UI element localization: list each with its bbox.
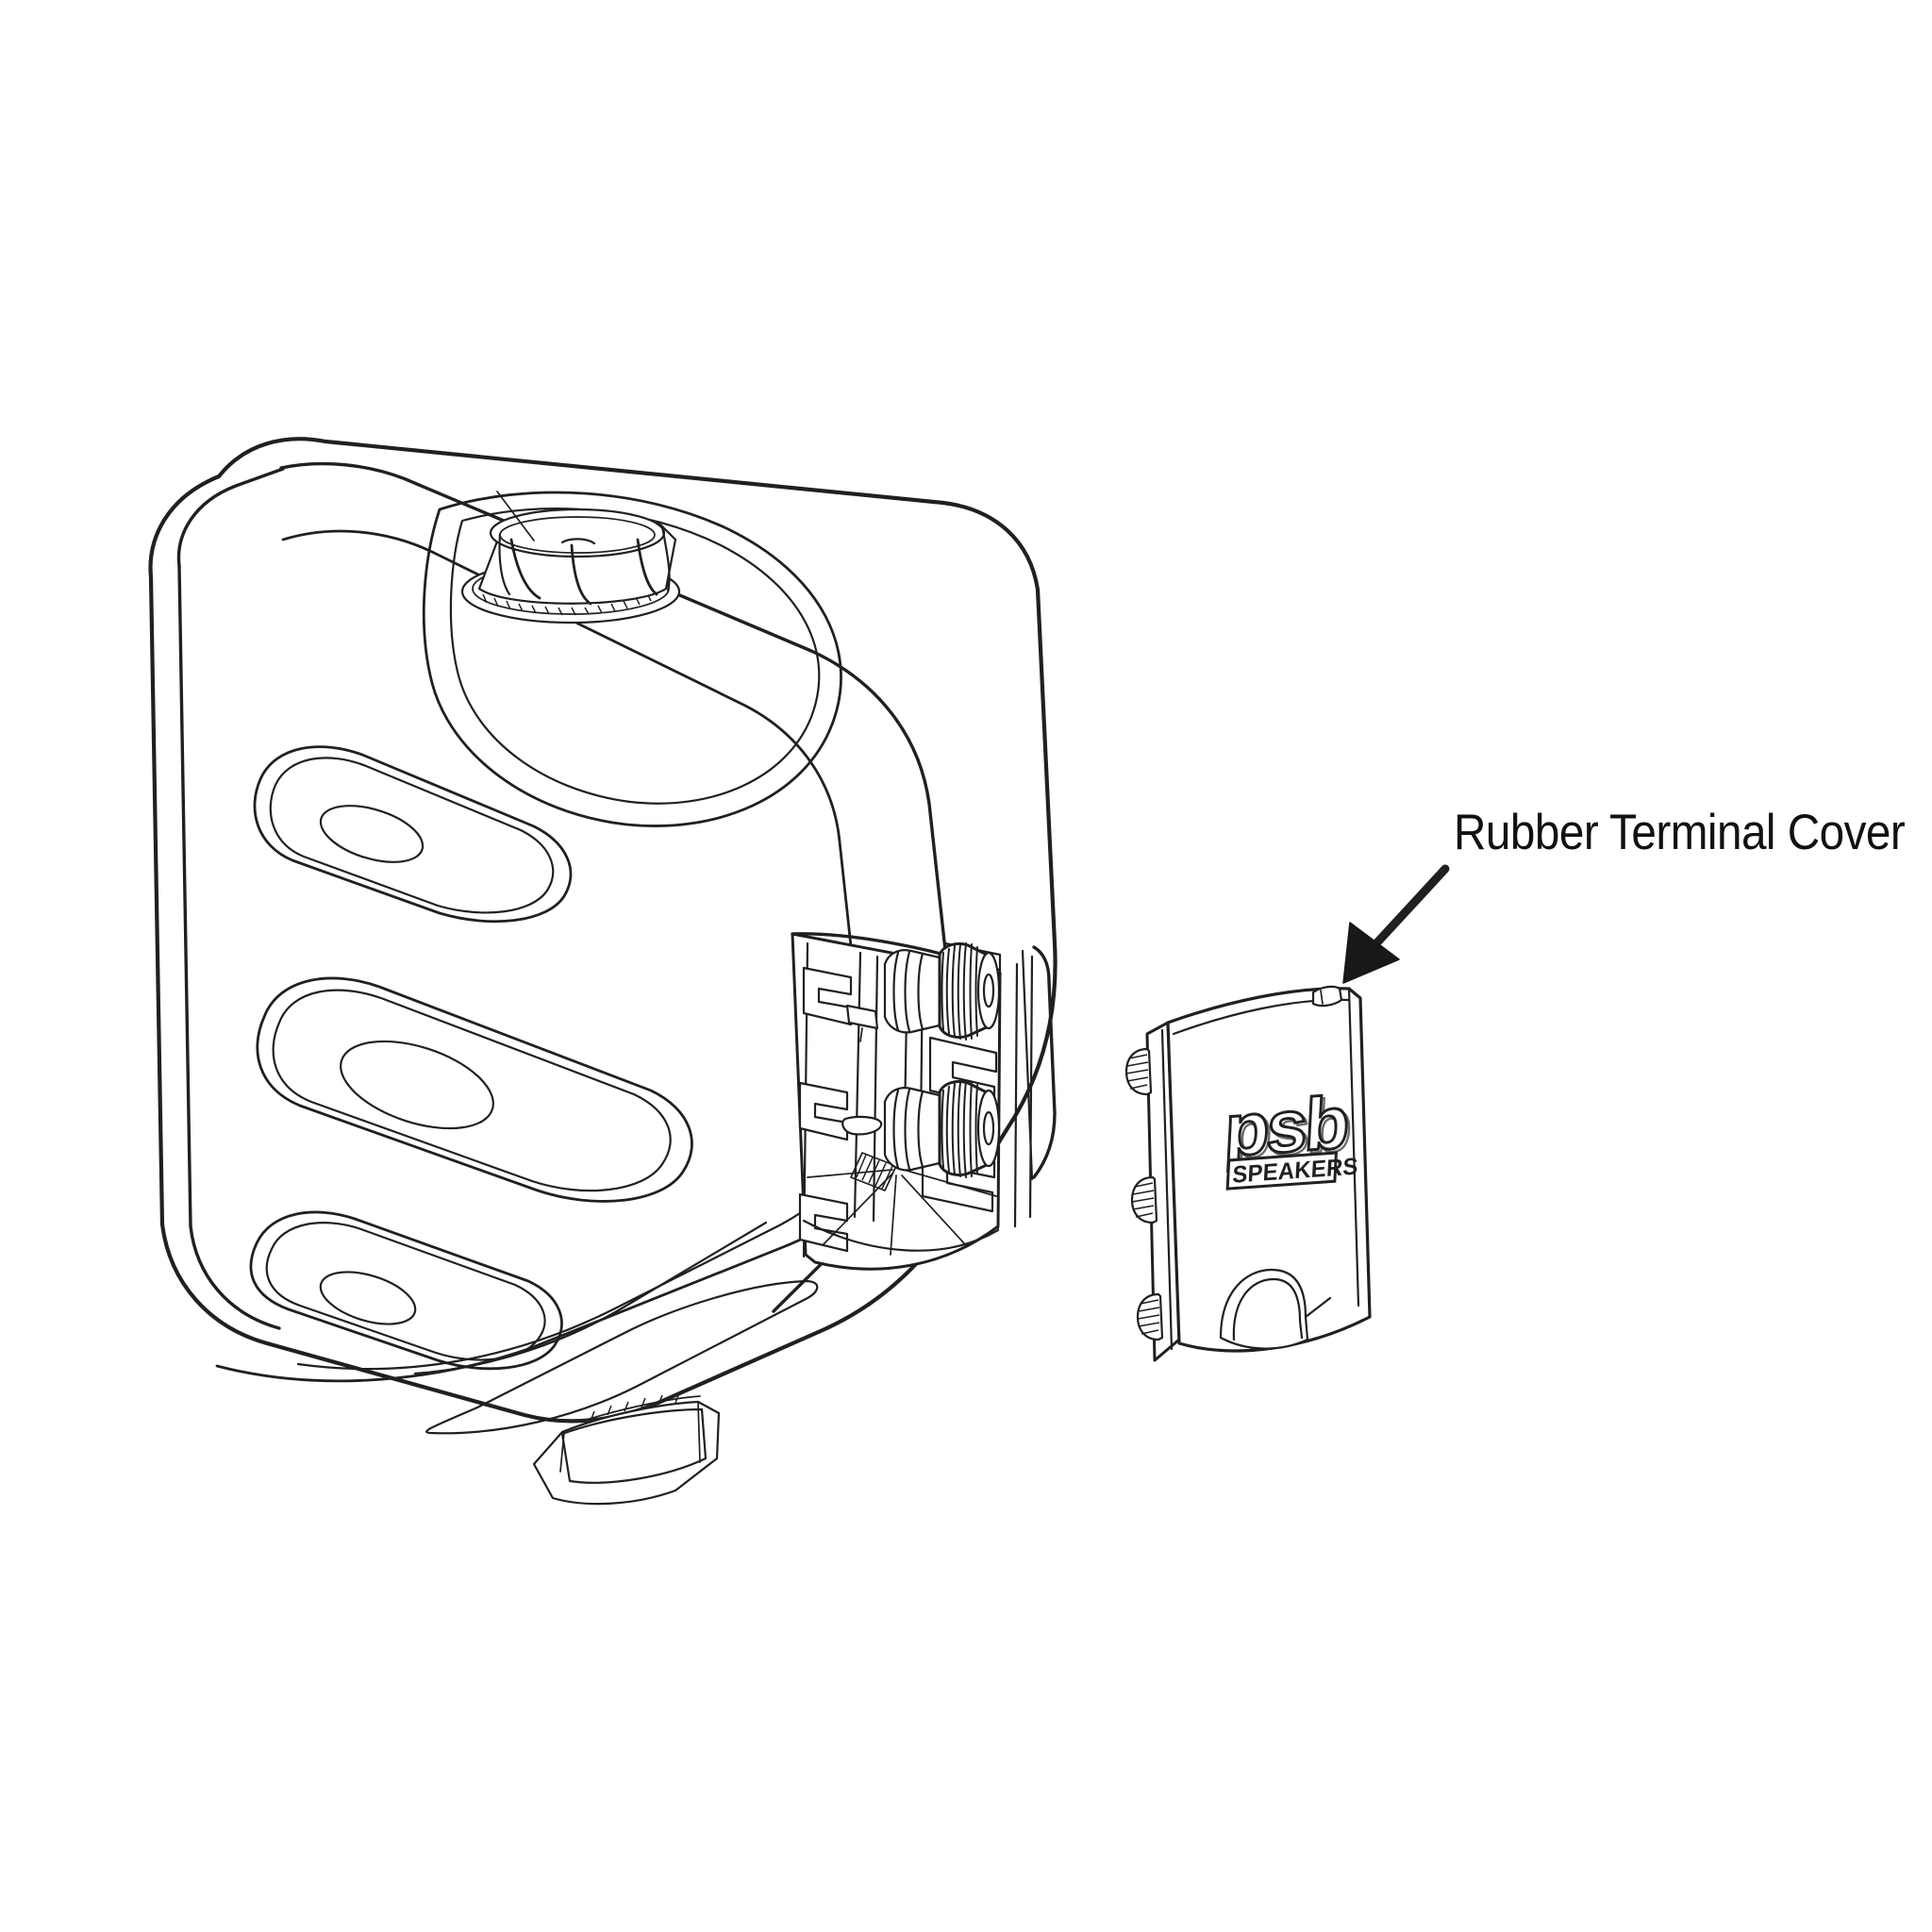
- terminal-cavity-floor-fan-d: [903, 1169, 997, 1197]
- tweeter-construction-line: [496, 491, 535, 541]
- terminal-cavity-floor-edge: [802, 1219, 1000, 1252]
- top-dome-outer-contour: [422, 491, 842, 827]
- cover-tab-bottom-hatch: [1137, 1299, 1160, 1335]
- side-recess-middle: [256, 976, 693, 1203]
- side-recess-lower-outer: [249, 1210, 563, 1371]
- cover-top-clip-body: [1311, 985, 1343, 1008]
- side-recess-middle-mid: [272, 989, 672, 1192]
- terminal-slot-upper-left: [802, 966, 853, 1026]
- cabinet-bottom-lip-slot: [425, 1279, 819, 1435]
- cable-notch-shoulder: [1304, 1296, 1332, 1319]
- side-recess-upper-mid: [269, 757, 555, 914]
- cover-top-clip: [1311, 985, 1343, 1008]
- binding-post-upper-washer-l1: [892, 951, 900, 1032]
- cover-tab-top: [1124, 1047, 1153, 1096]
- binding-post-upper-socket: [982, 973, 995, 1008]
- cabinet-left-rim-line: [177, 564, 281, 1330]
- cabinet-bottom-bulge-inner: [413, 1221, 768, 1375]
- binding-post-lower-washer-l1: [892, 1089, 900, 1170]
- cover-tab-middle: [1130, 1175, 1158, 1224]
- tweeter-cage-rib-center: [570, 543, 592, 606]
- side-recess-upper-inner-oval: [319, 805, 425, 863]
- binding-post-lower-socket: [982, 1110, 995, 1146]
- rubber-terminal-cover: psb psb SPEAKERS: [1124, 985, 1372, 1362]
- terminal-cavity-floor-fan-b: [890, 1174, 897, 1256]
- tweeter-center-pip: [560, 538, 596, 545]
- base-foot-inner-edge: [560, 1407, 708, 1484]
- binding-post-upper: [883, 941, 1001, 1041]
- side-recess-lower-mid: [265, 1222, 546, 1361]
- tweeter-cage-rib-right: [636, 538, 658, 596]
- binding-post-upper-endface: [976, 951, 1001, 1030]
- terminal-rib-post-b: [872, 955, 879, 1223]
- psb-logo-banner: SPEAKERS: [1225, 1151, 1358, 1191]
- terminal-slot-middle-left: [798, 1081, 849, 1141]
- terminal-floor-hatch-border: [850, 1152, 897, 1191]
- terminal-cavity-right-wall-b: [1013, 962, 1019, 1228]
- base-foot-left-post: [559, 1431, 565, 1473]
- binding-post-upper-washer-l3: [917, 952, 924, 1031]
- cable-notch-outer-arch: [1219, 1268, 1309, 1350]
- tweeter-flange-serration: [482, 592, 652, 616]
- cover-right-edge-inner: [1347, 987, 1360, 1307]
- terminal-cavity-floor-fan-a: [822, 1173, 893, 1246]
- leader-arrow-shaft: [1361, 864, 1450, 959]
- binding-post-lower-washer-l3: [917, 1090, 924, 1169]
- top-tweeter-port: [460, 491, 681, 625]
- terminal-clip-upper: [845, 1004, 879, 1030]
- side-recess-upper-outer: [253, 745, 573, 924]
- base-foot: [532, 1392, 721, 1506]
- cover-tab-top-hatch: [1125, 1054, 1149, 1090]
- cabinet-right-wall-front-edge: [1032, 945, 1057, 1179]
- callout-label: Rubber Terminal Cover: [1454, 805, 1906, 860]
- terminal-clip-upper-tail: [859, 1027, 863, 1042]
- leader-arrow-head: [1342, 922, 1400, 984]
- terminal-cavity: [791, 932, 1034, 1271]
- tweeter-cage-rib-right-outer: [660, 525, 671, 592]
- cover-left-rail-inner-line: [1160, 1028, 1174, 1351]
- terminal-cavity-right-wall-c: [1028, 955, 1034, 1219]
- side-recess-middle-inner-oval: [340, 1040, 494, 1130]
- tweeter-cage-rib-left: [509, 538, 541, 600]
- tweeter-cage-rib-left-outer: [498, 532, 511, 596]
- top-dome-inner-contour: [449, 508, 821, 805]
- cabinet-right-wall-back-edge: [1021, 949, 1034, 1181]
- cover-top-clip-notch: [1320, 990, 1324, 1005]
- terminal-clip-lower: [841, 1115, 883, 1136]
- terminal-slot-lower-left: [798, 1192, 849, 1253]
- base-foot-serration-top-edge: [582, 1395, 701, 1422]
- psb-loudspeaker-cabinet: [148, 437, 1058, 1506]
- terminal-cavity-floor-fan-e: [807, 1169, 893, 1178]
- terminal-cavity-right-wall-a: [996, 968, 1002, 1230]
- cable-exit-notch: [1219, 1268, 1332, 1350]
- psb-logo-banner-plate: [1225, 1151, 1339, 1191]
- cover-tab-bottom: [1136, 1292, 1164, 1341]
- cabinet-upper-shoulder-contour: [281, 529, 857, 983]
- callout-leader-arrow: [1342, 864, 1450, 984]
- terminal-cavity-floor-fan-c: [901, 1174, 965, 1244]
- binding-post-lower-knurl: [941, 1080, 978, 1178]
- side-recess-upper: [253, 745, 573, 924]
- cabinet-left-rim-inner: [176, 467, 285, 568]
- binding-post-upper-knurl: [941, 942, 978, 1041]
- base-foot-right-post: [697, 1401, 701, 1463]
- cable-notch-inner-arch: [1232, 1277, 1304, 1341]
- side-recess-lower: [249, 1210, 563, 1371]
- cover-tab-middle-hatch: [1131, 1182, 1155, 1218]
- terminal-floor-hatch: [856, 1154, 893, 1190]
- binding-post-lower-washer-l2: [904, 1088, 911, 1171]
- side-recess-middle-outer: [256, 976, 693, 1203]
- side-recess-lower-inner-oval: [319, 1271, 417, 1325]
- binding-post-lower-endface: [976, 1089, 1001, 1168]
- psb-logo: psb psb SPEAKERS: [1222, 1079, 1358, 1191]
- binding-post-upper-washer-l2: [904, 950, 911, 1033]
- binding-post-lower: [883, 1079, 1001, 1178]
